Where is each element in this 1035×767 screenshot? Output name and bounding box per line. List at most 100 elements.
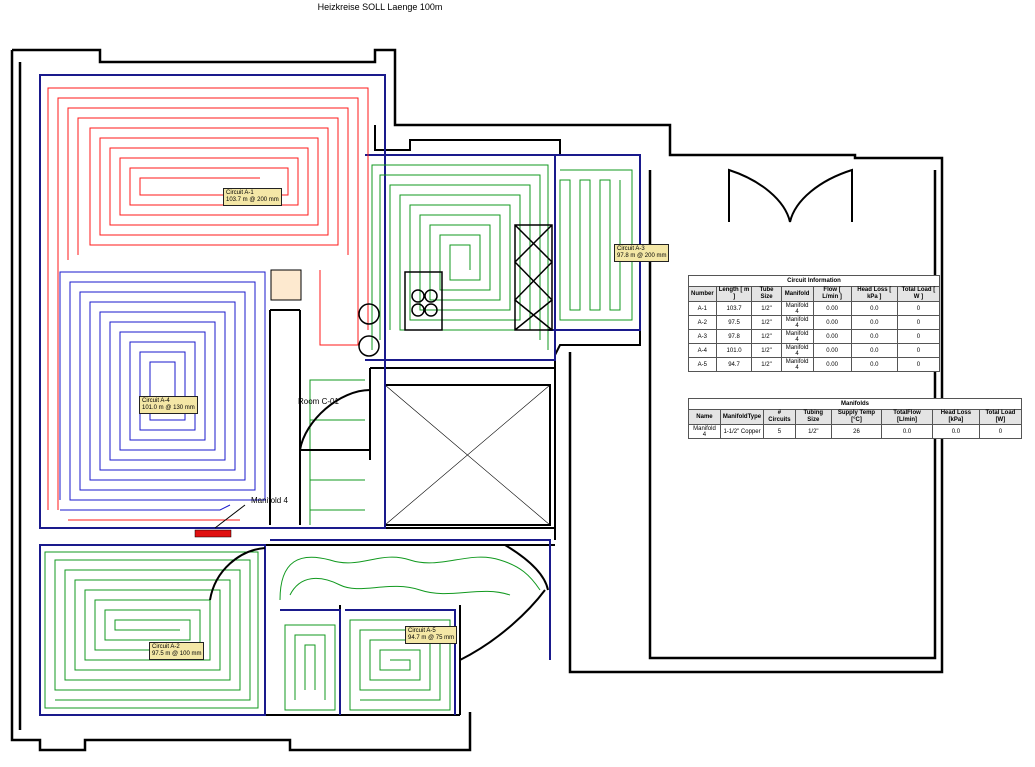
- table-row: Manifold 4 1-1/2" Copper 5 1/2" 26 0.0 0…: [688, 424, 1023, 439]
- column-header: Total Load [W]: [978, 409, 1023, 425]
- table-cell: 1/2": [794, 424, 832, 439]
- circuit-a3-name: Circuit A-3: [617, 246, 645, 252]
- page-title: Heizkreise SOLL Laenge 100m: [317, 2, 443, 12]
- table-cell: 0.0: [850, 329, 898, 344]
- table-cell: 1/2": [751, 301, 782, 316]
- doors: [209, 168, 853, 661]
- table-cell: 94.7: [715, 357, 753, 372]
- circuit-a4-detail: 101.0 m @ 130 mm: [142, 405, 195, 411]
- table-cell: 26: [830, 424, 883, 439]
- table-cell: 0: [896, 329, 941, 344]
- table-cell: A-2: [688, 315, 717, 330]
- table-cell: 0: [896, 301, 941, 316]
- column-header: # Circuits: [763, 409, 796, 425]
- manifold-label: Manifold 4: [251, 496, 288, 505]
- circuit-a4-label: Circuit A-4 101.0 m @ 130 mm: [139, 396, 198, 414]
- table-cell: 1/2": [751, 357, 782, 372]
- table-cell: 0.0: [881, 424, 933, 439]
- manifolds-caption: Manifolds: [688, 398, 1022, 409]
- table-cell: 0.00: [812, 329, 852, 344]
- table-cell: 0.0: [850, 343, 898, 358]
- circuit-a2-name: Circuit A-2: [152, 644, 180, 650]
- table-cell: Manifold 4: [780, 329, 814, 344]
- circuit-a1-detail: 103.7 m @ 200 mm: [226, 197, 279, 203]
- circuit-a3-detail: 97.8 m @ 200 mm: [617, 253, 667, 259]
- table-cell: 0: [896, 315, 941, 330]
- table-cell: A-1: [688, 301, 717, 316]
- table-row: A-2 97.5 1/2" Manifold 4 0.00 0.0 0: [688, 315, 941, 330]
- table-cell: Manifold 4: [780, 343, 814, 358]
- column-header: Head Loss [ kPa ]: [850, 286, 898, 302]
- column-header: Length [ m ]: [715, 286, 753, 302]
- table-row: A-3 97.8 1/2" Manifold 4 0.00 0.0 0: [688, 329, 941, 344]
- table-cell: 0: [978, 424, 1023, 439]
- column-header: TotalFlow [L/min]: [881, 409, 933, 425]
- table-cell: 1/2": [751, 343, 782, 358]
- column-header: Name: [688, 409, 721, 425]
- column-header: Flow [ L/min ]: [812, 286, 852, 302]
- column-header: Supply Temp [°C]: [830, 409, 883, 425]
- column-header: Number: [688, 286, 717, 302]
- table-row: A-1 103.7 1/2" Manifold 4 0.00 0.0 0: [688, 301, 941, 316]
- circuit-a2-detail: 97.5 m @ 100 mm: [152, 651, 202, 657]
- table-cell: 0.0: [850, 315, 898, 330]
- table-cell: 103.7: [715, 301, 753, 316]
- circuit-a1-name: Circuit A-1: [226, 190, 254, 196]
- table-cell: 1/2": [751, 329, 782, 344]
- table-row: A-5 94.7 1/2" Manifold 4 0.00 0.0 0: [688, 357, 941, 372]
- column-fixture: [270, 269, 302, 301]
- table-cell: 0.00: [812, 343, 852, 358]
- circuit-a2-label: Circuit A-2 97.5 m @ 100 mm: [149, 642, 205, 660]
- column-header: Manifold: [780, 286, 814, 302]
- table-cell: 101.0: [715, 343, 753, 358]
- circuit-a1-label: Circuit A-1 103.7 m @ 200 mm: [223, 188, 282, 206]
- table-cell: A-4: [688, 343, 717, 358]
- table-cell: A-5: [688, 357, 717, 372]
- circuit-info-table: Circuit Information Number Length [ m ] …: [688, 275, 941, 372]
- column-header: Total Load [ W ]: [896, 286, 941, 302]
- table-cell: 0.00: [812, 357, 852, 372]
- column-header: Head Loss [kPa]: [931, 409, 980, 425]
- circuit-a5-detail: 94.7 m @ 75 mm: [408, 635, 455, 641]
- circuit-a4-loop: [59, 271, 266, 511]
- table-cell: 0.00: [812, 301, 852, 316]
- circuit-a5-loop: [284, 619, 451, 711]
- circuit-a3-loop: [371, 164, 633, 350]
- table-row: A-4 101.0 1/2" Manifold 4 0.00 0.0 0: [688, 343, 941, 358]
- circuit-a3-label: Circuit A-3 97.8 m @ 200 mm: [614, 244, 670, 262]
- table-cell: Manifold 4: [780, 357, 814, 372]
- manifolds-table: Manifolds Name ManifoldType # Circuits T…: [688, 398, 1023, 439]
- corridor-circuit-runs: [279, 379, 541, 601]
- table-cell: 97.5: [715, 315, 753, 330]
- table-cell: A-3: [688, 329, 717, 344]
- table-cell: 1/2": [751, 315, 782, 330]
- table-cell: 0.0: [931, 424, 980, 439]
- table-cell: Manifold 4: [780, 301, 814, 316]
- table-cell: 1-1/2" Copper: [719, 424, 765, 439]
- table-cell: Manifold 4: [780, 315, 814, 330]
- cooktop-fixture: [404, 271, 443, 331]
- table-cell: 0: [896, 357, 941, 372]
- circuit-a1-loop: [47, 87, 369, 521]
- circuit-a2-loop: [44, 551, 259, 709]
- column-header: Tubing Size: [794, 409, 832, 425]
- column-header: Tube Size: [751, 286, 782, 302]
- table-cell: 0: [896, 343, 941, 358]
- room-label: Room C-01: [298, 397, 339, 406]
- circuit-info-caption: Circuit Information: [688, 275, 940, 286]
- room-boundaries: [39, 74, 641, 716]
- table-cell: 0.0: [850, 357, 898, 372]
- table-header-row: Number Length [ m ] Tube Size Manifold F…: [688, 286, 941, 302]
- circuit-a4-name: Circuit A-4: [142, 398, 170, 404]
- column-header: ManifoldType: [719, 409, 765, 425]
- manifold-icon[interactable]: [194, 529, 232, 538]
- circuit-a5-name: Circuit A-5: [408, 628, 436, 634]
- table-cell: 0.00: [812, 315, 852, 330]
- table-header-row: Name ManifoldType # Circuits Tubing Size…: [688, 409, 1023, 425]
- table-cell: 0.0: [850, 301, 898, 316]
- table-cell: 97.8: [715, 329, 753, 344]
- circuit-a5-label: Circuit A-5 94.7 m @ 75 mm: [405, 626, 458, 644]
- table-cell: Manifold 4: [688, 424, 721, 439]
- table-cell: 5: [763, 424, 796, 439]
